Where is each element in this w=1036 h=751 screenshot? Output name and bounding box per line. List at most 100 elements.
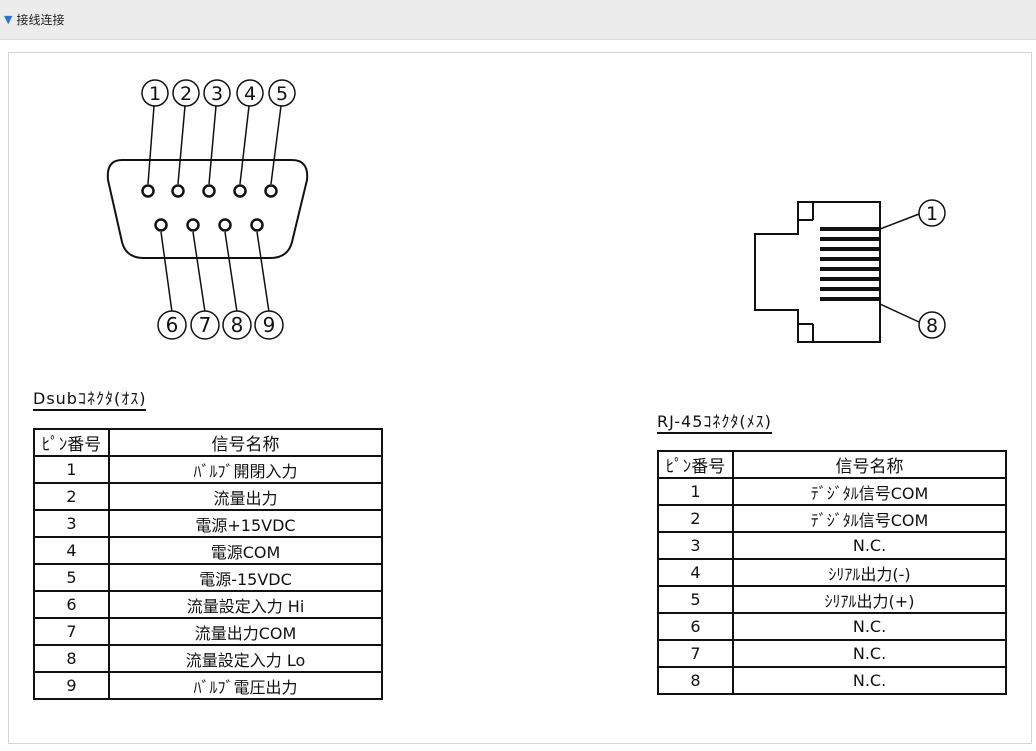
pin-callout-label: 6	[166, 313, 179, 337]
signal-name-cell: 電源+15VDC	[108, 509, 383, 538]
pin-callout-label: 3	[211, 83, 223, 105]
dsub-pin-hole	[141, 184, 155, 198]
pin-number-cell: 4	[657, 558, 734, 587]
signal-name-cell: 電源-15VDC	[108, 563, 383, 592]
dsub-pin-hole	[218, 218, 232, 232]
signal-name-cell: N.C.	[732, 666, 1007, 695]
pin-number-cell: 3	[657, 531, 734, 560]
pin-callout-label: 2	[180, 83, 192, 105]
pin-number-cell: 2	[657, 504, 734, 533]
signal-name-cell: N.C.	[732, 612, 1007, 641]
pin-number-cell: 7	[33, 617, 110, 646]
dsub-pin-hole	[202, 184, 216, 198]
dsub-leader-line	[160, 231, 173, 313]
rj45-connector-drawing	[754, 201, 881, 343]
signal-name-cell: 流量出力COM	[108, 617, 383, 646]
rj45-body	[754, 201, 881, 343]
section-title: 接线连接	[16, 13, 65, 27]
pin-number-cell: 7	[657, 639, 734, 668]
signal-name-cell: ｼﾘｱﾙ出力(-)	[732, 558, 1007, 587]
pin-number-cell: 9	[33, 671, 110, 700]
signal-name-cell: ﾊﾞﾙﾌﾞ開閉入力	[108, 455, 383, 484]
pin-callout-circle	[268, 79, 296, 107]
dsub-leader-line	[239, 105, 250, 185]
pin-number-cell: 8	[657, 666, 734, 695]
pin-callout-circle	[254, 310, 284, 340]
pin-callout-circle	[203, 79, 231, 107]
pin-callout-label: 1	[149, 83, 161, 105]
dsub-leader-line	[256, 231, 270, 313]
pin-callout-label: 7	[199, 313, 212, 337]
pin-callout-circle	[190, 310, 220, 340]
pin-number-cell: 1	[33, 455, 110, 484]
signal-name-header: 信号名称	[732, 450, 1007, 479]
pin-number-cell: 3	[33, 509, 110, 538]
pin-number-cell: 2	[33, 482, 110, 511]
pin-number-header: ﾋﾟﾝ番号	[657, 450, 734, 479]
dsub-pin-hole	[154, 218, 168, 232]
signal-name-cell: N.C.	[732, 531, 1007, 560]
pin-callout-label: 1	[926, 203, 938, 225]
pin-number-cell: 1	[657, 477, 734, 506]
dsub-leader-line	[270, 105, 282, 185]
section-header[interactable]: ▼ 接线连接	[0, 0, 1036, 40]
signal-name-cell: ﾃﾞｼﾞﾀﾙ信号COM	[732, 477, 1007, 506]
dsub-connector-drawing	[106, 159, 309, 259]
signal-name-cell: 流量設定入力 Hi	[108, 590, 383, 619]
pin-callout-label: 5	[276, 83, 288, 105]
pin-number-cell: 5	[657, 585, 734, 614]
signal-name-cell: ﾊﾞﾙﾌﾞ電圧出力	[108, 671, 383, 700]
dsub-leader-line	[224, 231, 238, 313]
dsub-leader-line	[208, 105, 217, 185]
pin-number-cell: 6	[33, 590, 110, 619]
dsub-pin-hole	[171, 184, 185, 198]
pin-callout-label: 8	[926, 315, 938, 337]
pin-number-cell: 8	[33, 644, 110, 673]
rj45-connector-title: RJ-45ｺﾈｸﾀ(ﾒｽ)	[657, 413, 772, 434]
signal-name-cell: N.C.	[732, 639, 1007, 668]
dsub-leader-line	[177, 105, 186, 185]
signal-name-cell: 流量設定入力 Lo	[108, 644, 383, 673]
table-header-row: ﾋﾟﾝ番号 信号名称	[657, 450, 1007, 479]
signal-name-cell: 電源COM	[108, 536, 383, 565]
dsub-leader-line	[192, 231, 206, 313]
dsub-connector-title: Dsubｺﾈｸﾀ(ｵｽ)	[33, 390, 147, 411]
pin-callout-label: 9	[263, 313, 276, 337]
dsub-pin-hole	[250, 218, 264, 232]
pin-callout-circle	[141, 79, 169, 107]
dsub-pin-hole	[186, 218, 200, 232]
pin-number-header: ﾋﾟﾝ番号	[33, 428, 110, 457]
rj45-callouts: 18	[879, 199, 946, 339]
pin-callout-circle	[222, 310, 252, 340]
rj45-contacts	[820, 227, 880, 301]
signal-name-cell: ｼﾘｱﾙ出力(+)	[732, 585, 1007, 614]
pin-callout-circle	[157, 310, 187, 340]
dsub-pin-hole	[233, 184, 247, 198]
pin-callout-circle	[918, 199, 946, 227]
signal-name-cell: ﾃﾞｼﾞﾀﾙ信号COM	[732, 504, 1007, 533]
pin-callout-label: 8	[231, 313, 244, 337]
pin-callout-circle	[918, 311, 946, 339]
dsub-pin-hole	[264, 184, 278, 198]
triangle-down-icon[interactable]: ▼	[4, 13, 13, 26]
signal-name-header: 信号名称	[108, 428, 383, 457]
